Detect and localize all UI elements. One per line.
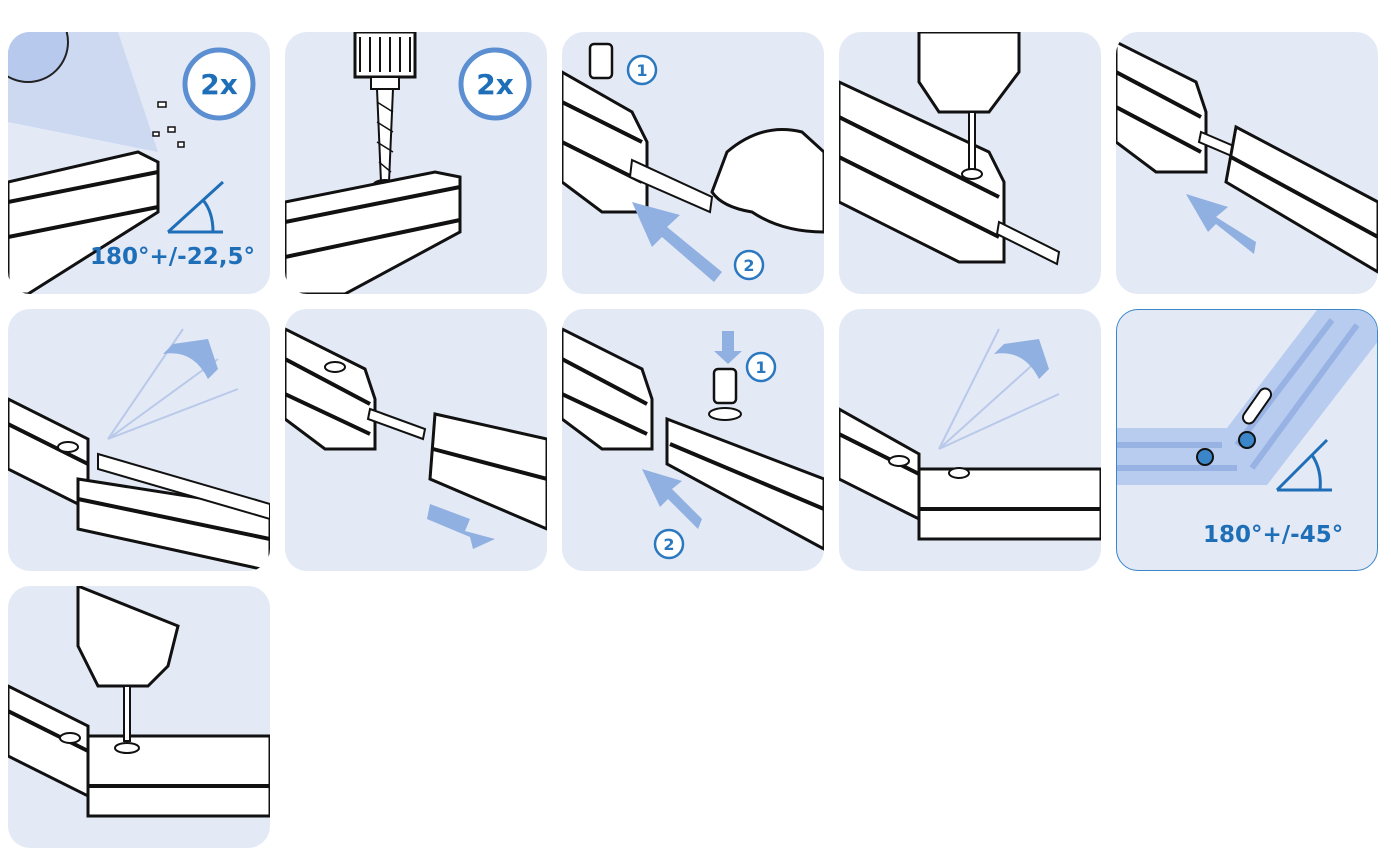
step-6-rotate-panel (8, 309, 270, 571)
marker-1-text: 1 (636, 61, 647, 80)
step-3-insert-connector-panel: 1 2 (562, 32, 824, 294)
step-5-join-panel (1116, 32, 1378, 294)
step-7-separate-panel (285, 309, 547, 571)
repeat-count-text: 2x (200, 68, 238, 101)
marker-2-text: 2 (663, 535, 674, 554)
separate-illustration (285, 309, 547, 571)
step-1-saw-cut-panel: 2x 180°+/-22,5° (8, 32, 270, 294)
angle-range-label: 180°+/-45° (1203, 522, 1343, 548)
cut-angle-label: 180°+/-22,5° (90, 244, 255, 270)
step-4-tighten-panel (839, 32, 1101, 294)
step-9-rotate-back-panel (839, 309, 1101, 571)
drill-illustration: 2x (285, 32, 547, 294)
reinsert-illustration: 1 2 (562, 309, 824, 571)
step-11-final-tighten-panel (8, 586, 270, 848)
step-8-reinsert-panel: 1 2 (562, 309, 824, 571)
rotate-back-illustration (839, 309, 1101, 571)
tighten-illustration (839, 32, 1101, 294)
rotate-illustration (8, 309, 270, 571)
marker-2-text: 2 (743, 256, 754, 275)
repeat-count-text: 2x (476, 68, 514, 101)
final-tighten-illustration (8, 586, 270, 848)
marker-1-text: 1 (755, 358, 766, 377)
insert-connector-illustration: 1 2 (562, 32, 824, 294)
step-2-drill-panel: 2x (285, 32, 547, 294)
step-10-angle-range-panel: 180°+/-45° (1116, 309, 1378, 571)
join-illustration (1116, 32, 1378, 294)
